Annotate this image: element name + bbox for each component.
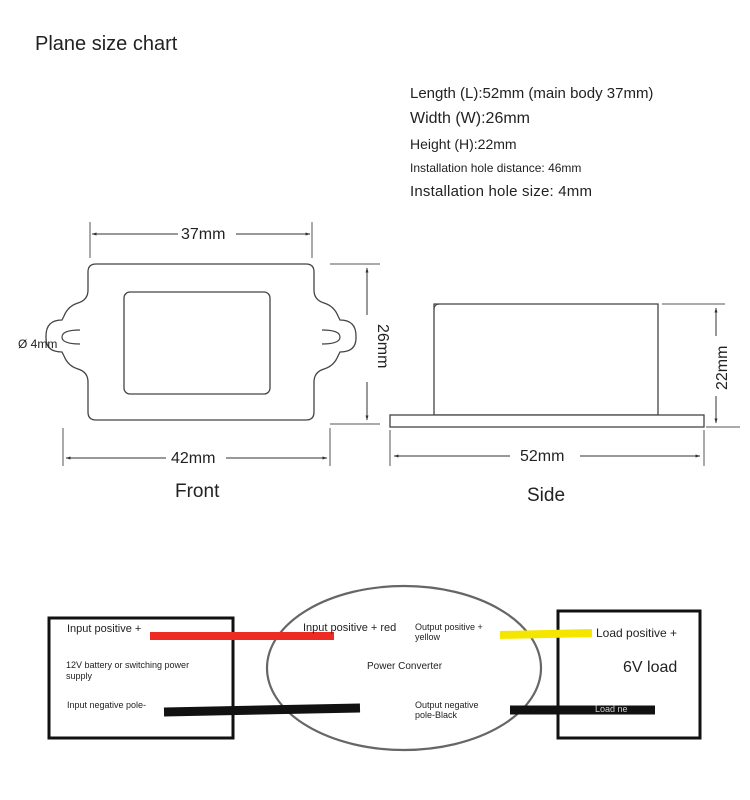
spec-height: Height (H):22mm bbox=[410, 136, 517, 152]
front-caption: Front bbox=[175, 481, 220, 502]
yellow-wire bbox=[499, 629, 593, 639]
label-load-name: 6V load bbox=[623, 659, 678, 676]
wiring-diagram bbox=[47, 584, 702, 752]
side-side-dim: 22mm bbox=[714, 346, 731, 390]
side-view: 22mm 52mm Side bbox=[389, 303, 740, 506]
label-converter-input-positive: Input positive + red bbox=[303, 622, 397, 634]
label-input-positive: Input positive + bbox=[67, 623, 142, 635]
front-hole-dim: Ø 4mm bbox=[18, 337, 57, 351]
spec-length: Length (L):52mm (main body 37mm) bbox=[410, 85, 654, 102]
label-load-positive: Load positive + bbox=[596, 626, 678, 640]
side-body bbox=[433, 303, 659, 416]
label-input-supply: 12V battery or switching power supply bbox=[66, 660, 190, 681]
spec-hole-distance: Installation hole distance: 46mm bbox=[410, 161, 582, 175]
side-caption: Side bbox=[527, 485, 565, 506]
label-output-positive: Output positive + yellow bbox=[415, 622, 483, 642]
label-output-negative: Output negative pole-Black bbox=[415, 700, 479, 720]
front-side-dim: 26mm bbox=[374, 324, 391, 368]
front-left-slot bbox=[61, 329, 81, 345]
front-view: 37mm Ø 4mm 26mm 42mm Front bbox=[18, 222, 391, 502]
front-top-dim: 37mm bbox=[181, 226, 225, 243]
side-base-plate bbox=[389, 414, 705, 428]
spec-hole-size: Installation hole size: 4mm bbox=[410, 183, 593, 200]
side-body-corner-left bbox=[433, 303, 441, 311]
front-bottom-dim: 42mm bbox=[171, 450, 215, 467]
side-bottom-dim: 52mm bbox=[520, 448, 564, 465]
label-load-negative-partial: Load ne bbox=[595, 704, 628, 714]
spec-width: Width (W):26mm bbox=[410, 110, 530, 127]
label-input-negative: Input negative pole- bbox=[67, 700, 147, 710]
front-window bbox=[123, 291, 271, 395]
page-title: Plane size chart bbox=[35, 33, 178, 55]
label-converter-name: Power Converter bbox=[367, 661, 443, 672]
front-right-slot bbox=[321, 329, 341, 345]
black-input-wire bbox=[163, 703, 361, 717]
